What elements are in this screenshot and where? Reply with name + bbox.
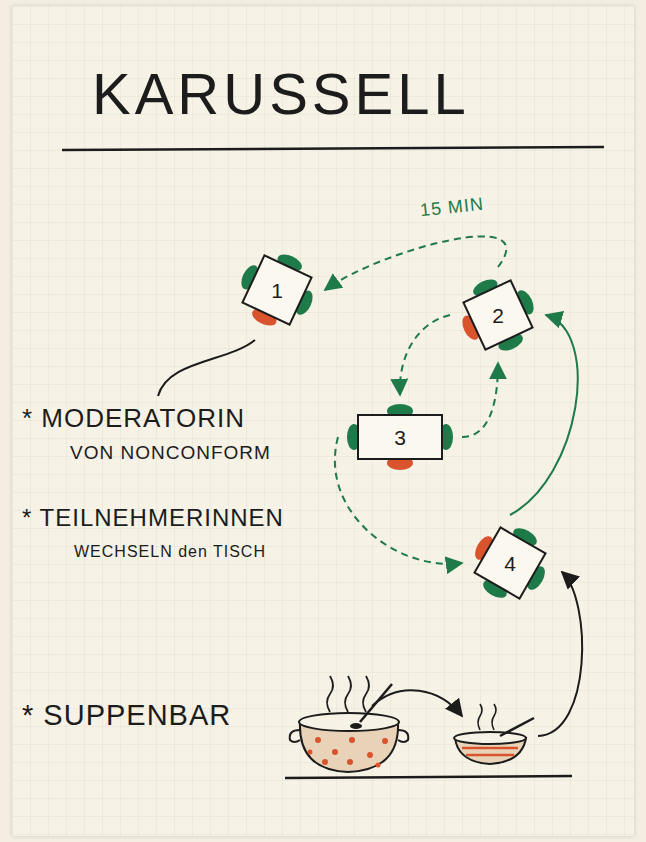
table-number: 1 <box>271 280 283 301</box>
table-number: 3 <box>394 427 406 448</box>
table-top <box>242 255 311 324</box>
leader-line <box>158 340 255 396</box>
table: 1 <box>229 242 325 338</box>
note-label: * TEILNEHMERINNEN <box>22 505 284 531</box>
title-underline <box>62 147 604 150</box>
note-label: VON NONCONFORM <box>70 443 271 464</box>
table: 2 <box>450 267 546 363</box>
title: KARUSSELL <box>92 62 470 126</box>
soup-bowl <box>454 704 534 764</box>
table-top <box>474 527 545 598</box>
rotation-arrow <box>400 315 450 395</box>
table-number: 2 <box>492 305 504 326</box>
rotation-arrow <box>325 236 506 290</box>
note-label: WECHSELN den TISCH <box>74 543 266 561</box>
note-label: * MODERATORIN <box>22 404 245 433</box>
counter-line <box>285 776 572 778</box>
serve-arrow <box>372 690 462 716</box>
table: 3 <box>338 395 462 479</box>
table-number: 4 <box>504 553 516 574</box>
soup-pot <box>290 676 409 772</box>
note-label: * SUPPENBAR <box>22 700 231 732</box>
table-top <box>358 415 442 459</box>
rotation-arrow <box>510 315 578 515</box>
table-top <box>463 280 532 349</box>
rotation-arrow <box>462 363 498 437</box>
table: 4 <box>462 515 558 611</box>
serve-arrow <box>538 572 582 736</box>
